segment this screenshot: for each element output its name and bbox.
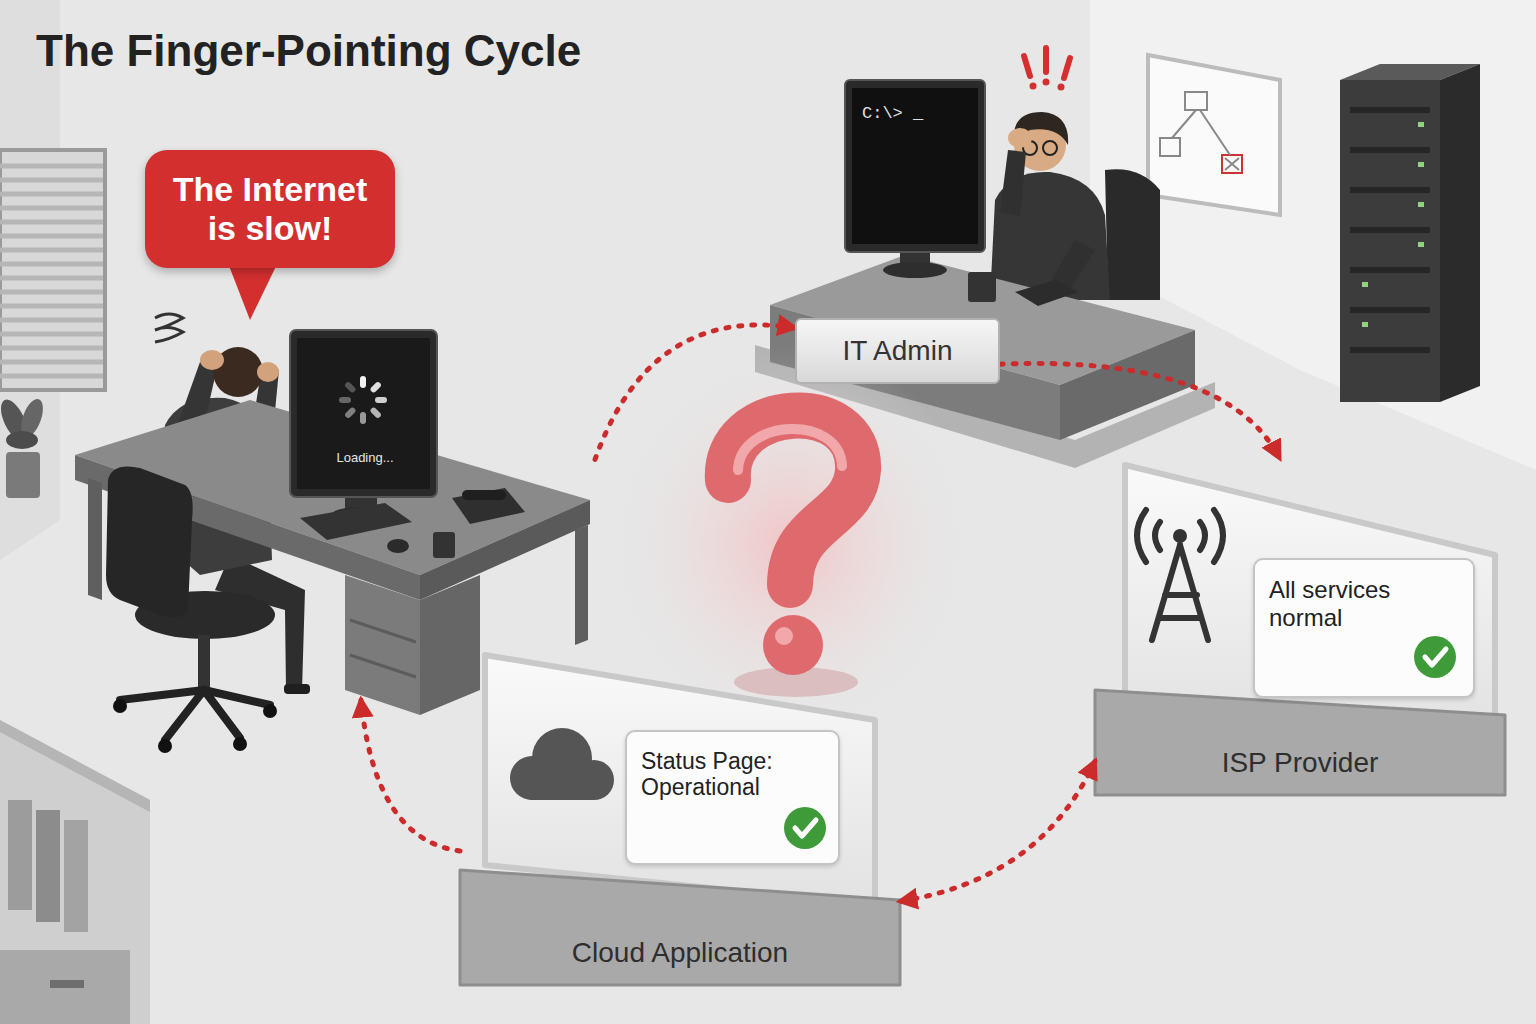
node-text: Status Page: Operational [641,748,781,801]
status-card: All services normal [1253,558,1475,698]
dashed-arrow [1000,363,1280,458]
office-chair [106,467,277,754]
node-text: The Internet is slow! [159,170,381,248]
cloud-application-sign: Cloud Application Status Page: Operationa… [460,650,900,985]
node-text: Loading... [292,450,438,465]
alarm-marks [1024,48,1070,78]
plant [0,396,47,498]
it-admin-person [990,112,1160,305]
desk-nameplate: IT Admin [795,318,1000,384]
terminal-prompt: C:\> _ [862,104,923,123]
server-rack [1340,64,1480,402]
cloud-sign [460,655,900,985]
diagram-title: The Finger-Pointing Cycle [36,26,581,76]
file-cabinet [0,720,150,1024]
user-workstation: Loading... [75,330,595,700]
node-text: All services normal [1269,576,1409,631]
dashed-arrow [595,325,795,460]
node-text: Cloud Application [460,937,900,969]
dashed-arrow [900,761,1095,901]
speech-bubble: The Internet is slow! [145,150,395,268]
node-text: ISP Provider [1095,747,1505,779]
node-text: IT Admin [843,335,953,367]
isp-sign [1095,465,1505,795]
alarm-dots [1030,79,1065,91]
whiteboard [1148,55,1280,215]
status-card: Status Page: Operational [625,730,840,865]
window-blinds [0,150,105,390]
isp-provider-sign: ISP Provider All services normal [1095,458,1505,795]
dashed-arrow [361,700,460,851]
